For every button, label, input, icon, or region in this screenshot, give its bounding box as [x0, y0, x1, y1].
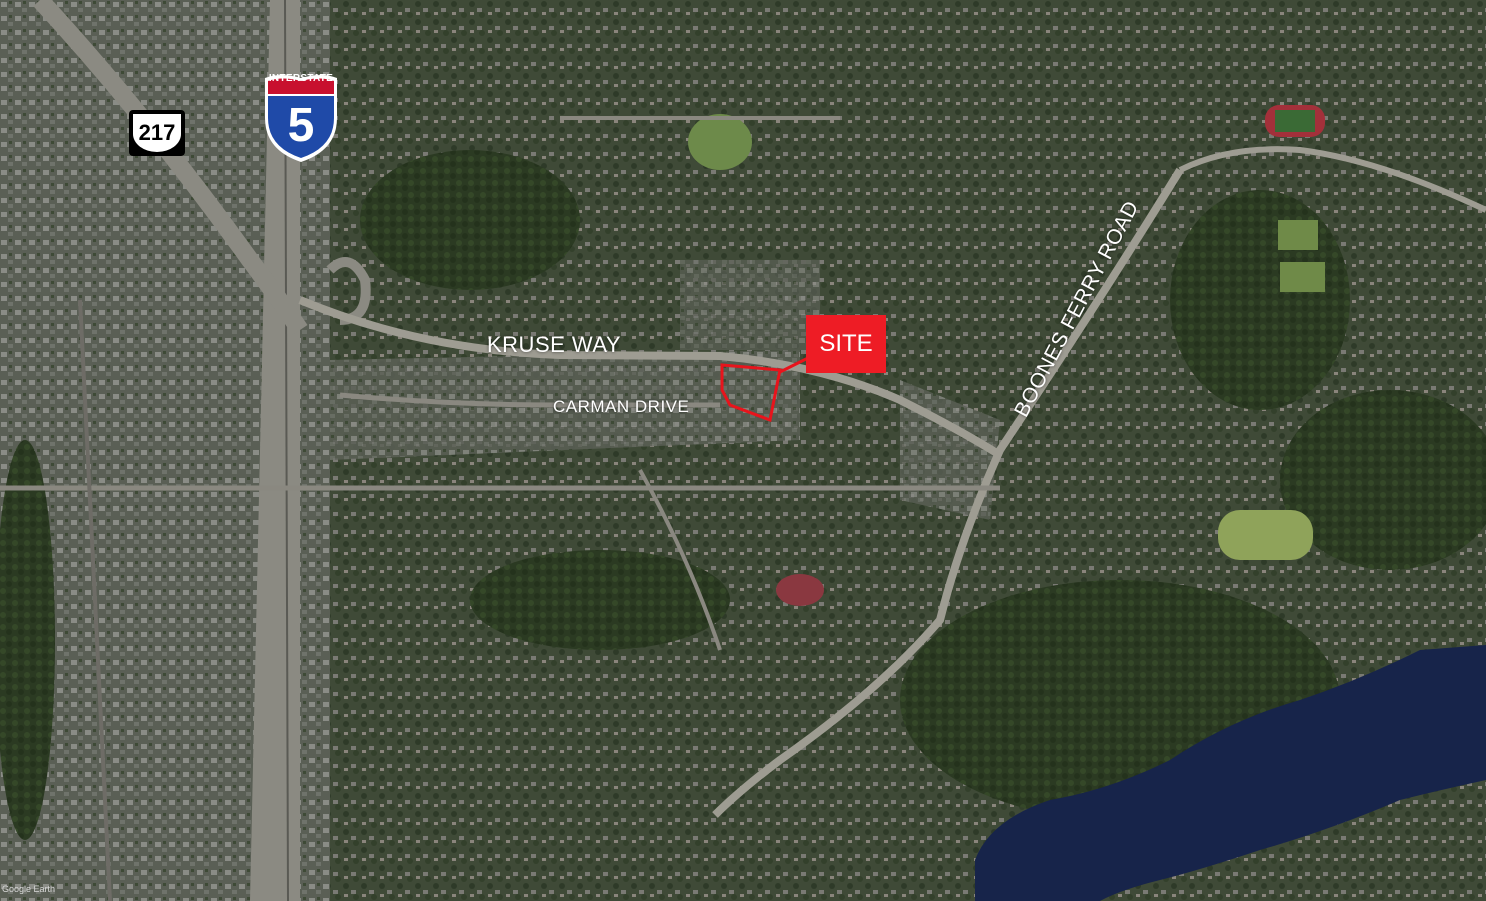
ballfield	[776, 574, 824, 606]
interstate-banner-text: INTERSTATE	[268, 73, 334, 84]
forest-area	[0, 440, 55, 840]
lake	[975, 645, 1486, 901]
map-attribution: Google Earth	[2, 884, 56, 894]
carman-drive-label: CARMAN DRIVE	[553, 397, 690, 416]
site-parcel-outline[interactable]	[720, 363, 782, 423]
interstate-number: 5	[287, 99, 315, 152]
forest-area	[470, 550, 730, 650]
forest-area	[1280, 390, 1486, 570]
route-217-shield-icon: 217	[129, 110, 185, 156]
kruse-way-label: KRUSE WAY	[487, 332, 622, 357]
interstate-shield-icon	[265, 75, 337, 162]
athletic-field	[1218, 510, 1313, 560]
ballfield	[688, 114, 752, 170]
route-217-freeway	[33, 0, 308, 335]
carman-drive-road	[339, 392, 720, 408]
kruse-way-road	[298, 296, 1003, 459]
route-217-number: 217	[133, 114, 181, 152]
forest-area	[1170, 190, 1350, 410]
boones-ferry-road	[712, 167, 1184, 818]
forest-area	[360, 150, 580, 290]
site-callout-label[interactable]: SITE	[806, 315, 886, 373]
